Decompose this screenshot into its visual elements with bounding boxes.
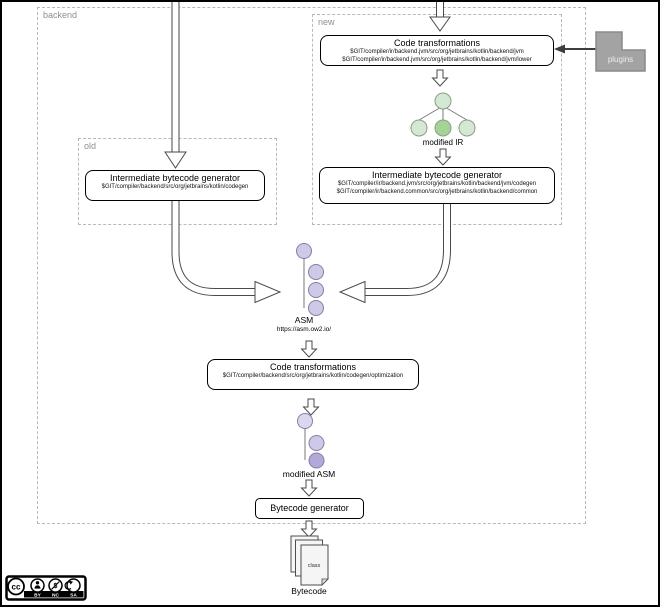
sa-label: SA <box>70 593 77 599</box>
asm-node-1 <box>296 243 312 259</box>
asm-node-2 <box>308 264 324 280</box>
nc-slash <box>51 581 60 590</box>
old-intermediate-generator-box: Intermediate bytecode generator $GIT/com… <box>85 170 265 201</box>
box-title: Intermediate bytecode generator <box>371 170 503 180</box>
ir-node-center <box>434 119 452 137</box>
down-arrow-bgen-to-files <box>300 520 318 538</box>
asm-url-label: https://asm.ow2.io/ <box>276 325 332 333</box>
arrow-top-to-new <box>429 2 451 32</box>
box-path: $GIT/compiler/backend/src/org/jetbrains/… <box>222 373 404 379</box>
sa-arrow-head <box>69 580 73 585</box>
asm-node-3 <box>308 282 324 298</box>
by-person-body <box>34 585 41 589</box>
new-zone-label: new <box>318 17 335 27</box>
down-arrow-masm-to-bgen <box>300 479 318 497</box>
masm-node-3 <box>308 452 325 469</box>
down-arrow-asm-to-ct <box>300 340 318 358</box>
modified-ir-label: modified IR <box>422 138 464 147</box>
ir-node-root <box>434 92 452 110</box>
old-zone-label: old <box>84 141 97 151</box>
plugins-connector-arrow <box>554 44 598 54</box>
pipe-old-to-asm <box>171 201 282 304</box>
asm-chain <box>296 243 324 316</box>
nc-label: NC <box>52 593 59 599</box>
ir-node-left <box>410 119 428 137</box>
asm-node-4 <box>308 300 324 316</box>
box-path: $GIT/compiler/ir/backend.jvm/src/org/jet… <box>342 56 532 63</box>
cc-license-badge: cc $ BY NC SA <box>5 575 87 601</box>
cc-icon-label: cc <box>12 582 21 591</box>
down-arrow-ir-to-ibg <box>434 148 452 166</box>
by-label: BY <box>34 593 41 599</box>
sa-icon <box>66 578 81 593</box>
ir-node-right <box>458 119 476 137</box>
modified-asm-chain <box>297 413 325 469</box>
sa-arrow-arc <box>64 581 72 590</box>
box-path: $GIT/compiler/ir/backend.common/src/org/… <box>336 188 538 195</box>
box-title: Bytecode generator <box>270 503 349 513</box>
down-arrow-ct-to-masm <box>302 398 320 416</box>
modified-ir-tree <box>410 92 476 137</box>
modified-asm-label: modified ASM <box>282 469 336 479</box>
new-intermediate-generator-box: Intermediate bytecode generator $GIT/com… <box>319 167 555 204</box>
asm-label: ASM <box>294 315 314 325</box>
box-title: Code transformations <box>269 362 357 372</box>
cc-icon <box>7 577 25 596</box>
plugins-label: plugins <box>607 55 634 64</box>
pipe-new-to-asm <box>338 204 451 304</box>
box-title: Intermediate bytecode generator <box>109 173 241 183</box>
masm-node-1 <box>297 413 313 429</box>
down-arrow-ct-to-ir <box>431 69 449 87</box>
mid-code-transformations-box: Code transformations $GIT/compiler/backe… <box>207 359 419 390</box>
box-title: Code transformations <box>393 38 481 48</box>
arrow-top-to-old <box>164 2 187 169</box>
bytecode-label: Bytecode <box>291 586 327 596</box>
nc-dollar: $ <box>54 583 58 590</box>
box-path: $GIT/compiler/ir/backend.jvm/src/org/jet… <box>350 49 524 55</box>
bytecode-generator-box: Bytecode generator <box>255 498 364 519</box>
class-files-stack: class <box>290 535 329 586</box>
plugins-shape <box>595 31 646 72</box>
backend-zone-label: backend <box>43 10 78 20</box>
new-code-transformations-box: Code transformations $GIT/compiler/ir/ba… <box>320 35 554 66</box>
by-person-head <box>35 581 40 585</box>
box-path: $GIT/compiler/ir/backend.jvm/src/org/jet… <box>337 181 537 187</box>
box-path: $GIT/compiler/backend/src/org/jetbrains/… <box>101 184 249 190</box>
masm-node-2 <box>308 435 325 451</box>
class-file-label: class <box>308 563 321 569</box>
